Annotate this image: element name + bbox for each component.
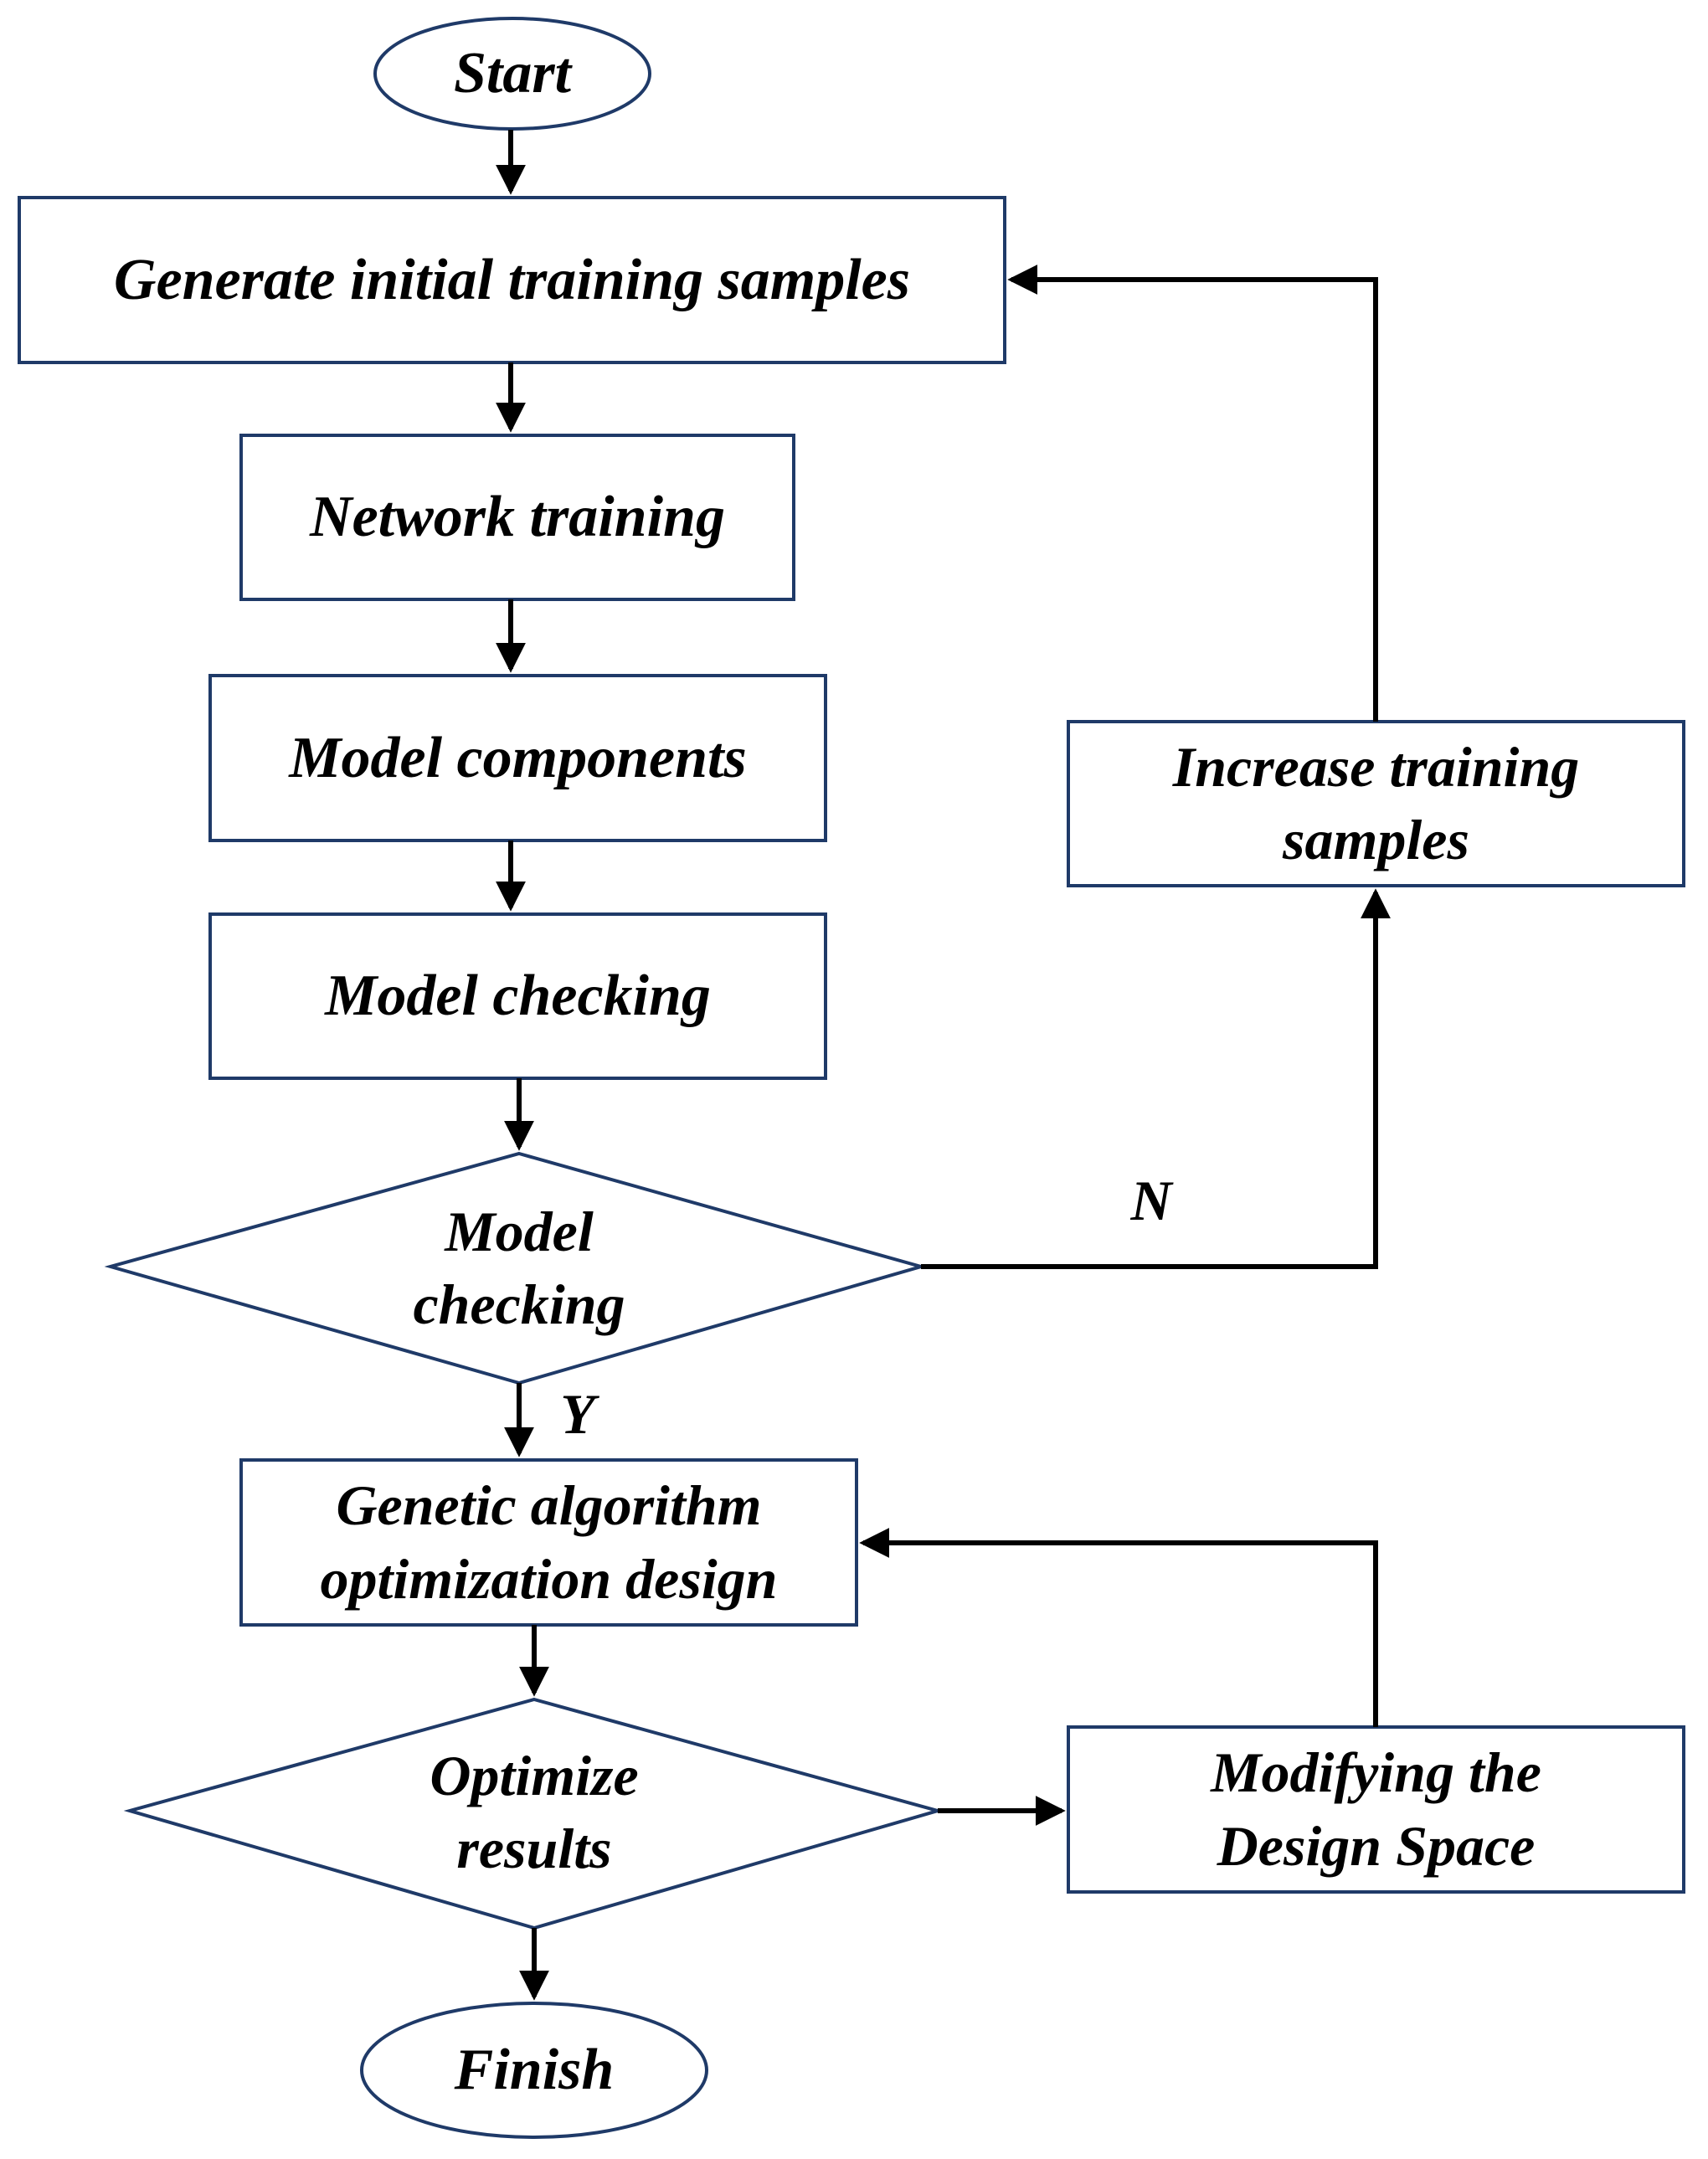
finish-label: Finish xyxy=(454,2038,615,2103)
model-checking-decision-label: Model checking xyxy=(413,1199,625,1336)
model-components-label: Model components xyxy=(289,725,747,790)
optimize-results-label: Optimize results xyxy=(430,1743,639,1880)
network-training-box xyxy=(239,434,795,601)
arrow-modify-to-ga xyxy=(859,1528,1378,1727)
model-components-box xyxy=(208,674,827,842)
model-checking-label: Model checking xyxy=(325,964,711,1029)
generate-samples-box xyxy=(18,196,1006,364)
modify-space-box xyxy=(1067,1725,1685,1894)
network-training-label: Network training xyxy=(310,485,725,550)
increase-samples-label: Increase training samples xyxy=(1172,734,1580,871)
start-terminal xyxy=(373,17,651,131)
finish-terminal xyxy=(360,2002,708,2139)
arrow-increase-to-generate xyxy=(1007,265,1378,722)
ga-design-label: Genetic algorithm optimization design xyxy=(320,1473,778,1611)
generate-samples-label: Generate initial training samples xyxy=(114,247,910,312)
yes-branch-label: Y xyxy=(560,1382,595,1447)
modify-space-label: Modifying the Design Space xyxy=(1211,1740,1541,1878)
ga-design-box xyxy=(239,1458,858,1627)
arrow-decision-no-to-increase xyxy=(921,888,1391,1269)
start-label: Start xyxy=(453,41,572,106)
no-branch-label: N xyxy=(1130,1169,1172,1233)
